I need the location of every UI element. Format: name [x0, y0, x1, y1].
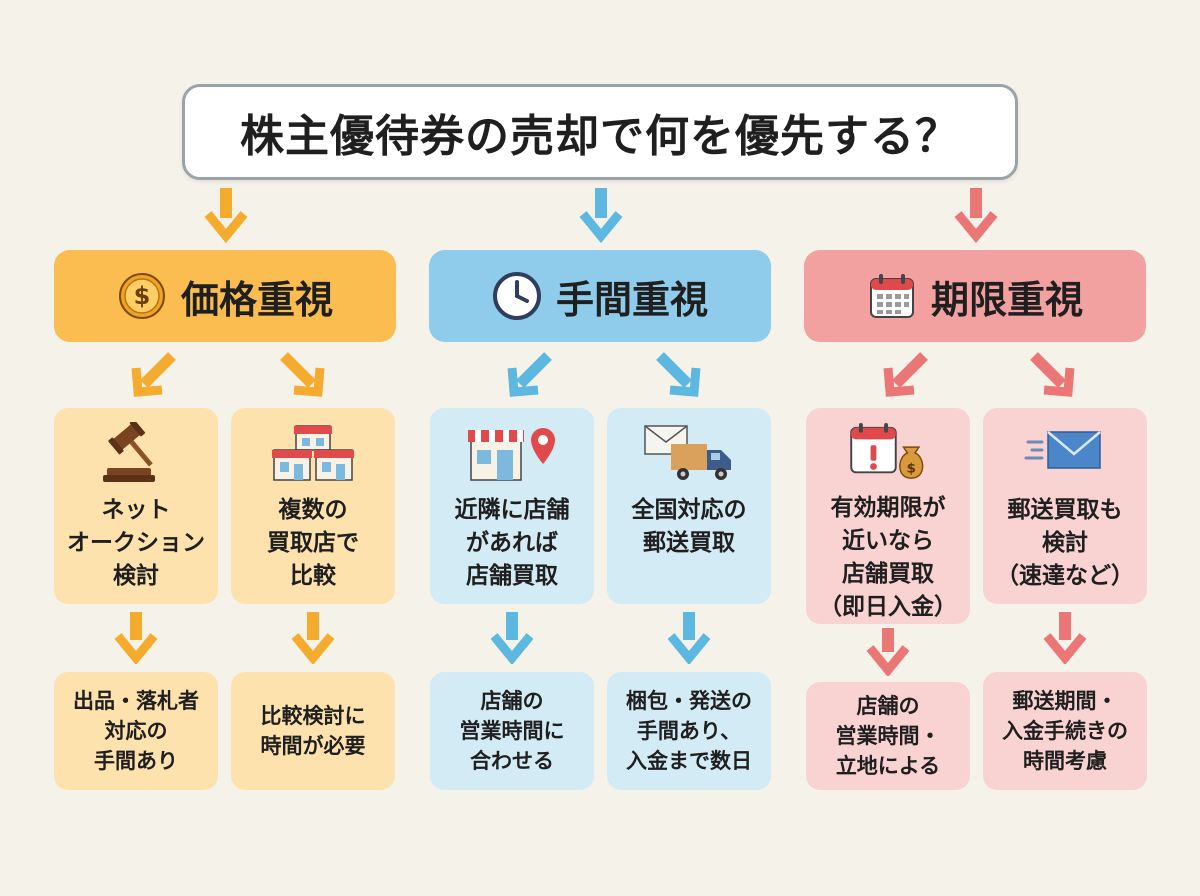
arrow-diag-time-1	[507, 352, 552, 397]
arrow-diag-price-1	[131, 352, 176, 397]
gavel-icon	[103, 422, 155, 482]
category-label-price: 価格重視	[180, 277, 333, 322]
category-deadline: 期限重視	[804, 250, 1146, 342]
title-box: 株主優待券の売却で何を優先する？	[182, 84, 1018, 180]
store-location-icon	[468, 428, 555, 481]
category-label-time: 手間重視	[555, 277, 708, 322]
arrow-down-price	[204, 188, 248, 244]
note-card-price-2: 比較検討に 時間が必要	[231, 672, 395, 790]
clock-icon	[492, 272, 541, 320]
arrow-down-price-2	[291, 612, 335, 664]
option-text-time-1: 近隣に店舗 があれば 店舗買取	[454, 497, 570, 589]
arrow-down-time-2	[667, 612, 711, 664]
arrow-diag-time-2	[656, 352, 701, 397]
arrow-diag-deadline-2	[1030, 352, 1075, 397]
dollar-coin-icon: $	[118, 273, 165, 319]
arrow-down-time-1	[490, 612, 534, 664]
option-card-time-1: 近隣に店舗 があれば 店舗買取	[430, 408, 594, 604]
note-card-deadline-1: 店舗の 営業時間・ 立地による	[806, 682, 970, 790]
option-card-price-2: 複数の 買取店で 比較	[231, 408, 395, 604]
option-text-deadline-2: 郵送買取も 検討 （速達など）	[996, 497, 1134, 589]
arrow-down-deadline-2	[1043, 612, 1087, 664]
option-card-price-1: ネット オークション 検討	[54, 408, 218, 604]
stores-icon	[272, 425, 354, 481]
note-text-time-2: 梱包・発送の 手間あり、 入金まで数日	[626, 689, 752, 773]
option-card-deadline-2: 郵送買取も 検討 （速達など）	[983, 408, 1147, 604]
arrow-down-time	[579, 188, 623, 244]
note-card-deadline-2: 郵送期間・ 入金手続きの 時間考慮	[983, 672, 1147, 790]
svg-text:$: $	[134, 282, 151, 310]
option-text-deadline-1: 有効期限が 近いなら 店舗買取 （即日入金）	[819, 495, 957, 620]
arrow-down-deadline	[954, 188, 998, 244]
note-card-price-1: 出品・落札者 対応の 手間あり	[54, 672, 218, 790]
arrow-diag-price-2	[280, 352, 325, 397]
arrow-diag-deadline-1	[883, 352, 928, 397]
calendar-icon	[869, 274, 914, 318]
option-card-deadline-1: $ 有効期限が 近いなら 店舗買取 （即日入金）	[806, 408, 970, 624]
category-label-deadline: 期限重視	[930, 277, 1083, 322]
svg-text:$: $	[907, 460, 916, 476]
note-text-price-2: 比較検討に 時間が必要	[260, 704, 366, 758]
note-card-time-2: 梱包・発送の 手間あり、 入金まで数日	[607, 672, 771, 790]
diagram-title: 株主優待券の売却で何を優先する？	[240, 111, 960, 162]
option-card-time-2: 全国対応の 郵送買取	[607, 408, 771, 604]
note-card-time-1: 店舗の 営業時間に 合わせる	[430, 672, 594, 790]
note-text-price-1: 出品・落札者 対応の 手間あり	[73, 689, 199, 773]
option-text-price-1: ネット オークション 検討	[67, 497, 205, 589]
option-text-price-2: 複数の 買取店で 比較	[267, 497, 359, 589]
calendar-alert-money-icon: $	[850, 422, 924, 479]
note-text-deadline-2: 郵送期間・ 入金手続きの 時間考慮	[1002, 689, 1128, 773]
arrow-down-price-1	[114, 612, 158, 664]
note-text-time-1: 店舗の 営業時間に 合わせる	[459, 689, 565, 773]
mail-truck-icon	[644, 425, 731, 480]
arrow-down-deadline-1	[866, 628, 910, 676]
category-price: $ 価格重視	[54, 250, 396, 342]
option-text-time-2: 全国対応の 郵送買取	[631, 497, 747, 556]
fast-mail-icon	[1024, 431, 1101, 469]
category-time: 手間重視	[429, 250, 771, 342]
note-text-deadline-1: 店舗の 営業時間・ 立地による	[835, 694, 941, 778]
